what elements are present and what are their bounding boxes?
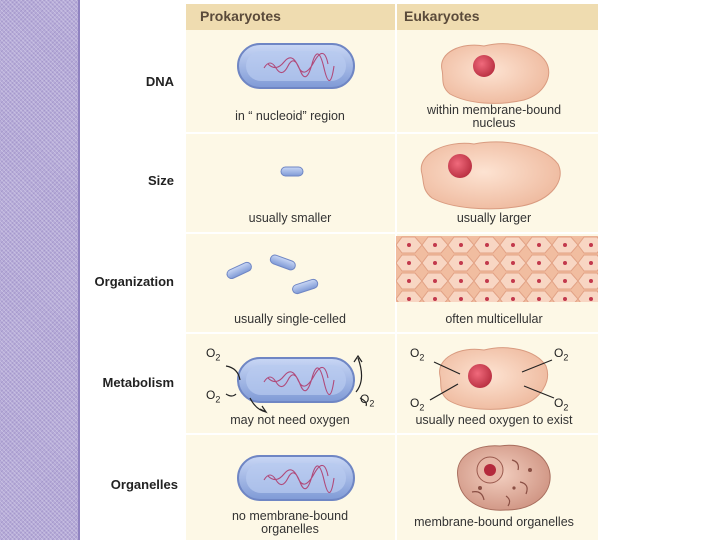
- o2-label-euk-top-right: O2: [554, 346, 568, 362]
- o2-label-euk-bottom-left: O2: [410, 396, 424, 412]
- caption-metabolism-prokaryote: may not need oxygen: [190, 414, 390, 427]
- eukaryote-cell-illustration: [432, 40, 556, 106]
- eukaryote-organelles-illustration: [450, 440, 554, 514]
- caption-dna-prokaryote: in “ nucleoid” region: [190, 110, 390, 123]
- row-divider: [186, 332, 598, 334]
- header-eukaryotes: Eukaryotes: [404, 8, 479, 24]
- header-prokaryotes: Prokaryotes: [200, 8, 281, 24]
- row-label-dna: DNA: [74, 74, 174, 89]
- o2-label-euk-top-left: O2: [410, 346, 424, 362]
- caption-organization-eukaryote: often multicellular: [394, 313, 594, 326]
- row-label-organelles: Organelles: [78, 477, 178, 492]
- row-divider: [186, 433, 598, 435]
- row-label-organization: Organization: [74, 274, 174, 289]
- prokaryote-cell-illustration: [236, 42, 356, 92]
- o2-label-right: O2: [360, 392, 374, 408]
- caption-size-prokaryote: usually smaller: [190, 212, 390, 225]
- caption-metabolism-eukaryote: usually need oxygen to exist: [394, 414, 594, 427]
- o2-label-bottom-left: O2: [206, 388, 220, 404]
- single-celled-prokaryotes-illustration: [220, 252, 330, 300]
- caption-dna-eukaryote-line2: nucleus: [394, 117, 594, 130]
- prokaryote-no-organelles-illustration: [236, 454, 356, 504]
- small-prokaryote-illustration: [280, 166, 304, 178]
- o2-label-euk-bottom-right: O2: [554, 396, 568, 412]
- multicellular-tissue-illustration: [396, 236, 598, 302]
- caption-size-eukaryote: usually larger: [394, 212, 594, 225]
- row-label-metabolism: Metabolism: [74, 375, 174, 390]
- caption-organization-prokaryote: usually single-celled: [190, 313, 390, 326]
- row-label-size: Size: [74, 173, 174, 188]
- large-eukaryote-illustration: [414, 136, 566, 210]
- caption-organelles-prokaryote-line2: organelles: [190, 523, 390, 536]
- side-decor-stripe: [0, 0, 78, 540]
- oxygen-arrows-prokaryote: [220, 354, 380, 414]
- o2-label-top-left: O2: [206, 346, 220, 362]
- row-divider: [186, 132, 598, 134]
- row-divider: [186, 232, 598, 234]
- caption-organelles-eukaryote: membrane-bound organelles: [394, 516, 594, 529]
